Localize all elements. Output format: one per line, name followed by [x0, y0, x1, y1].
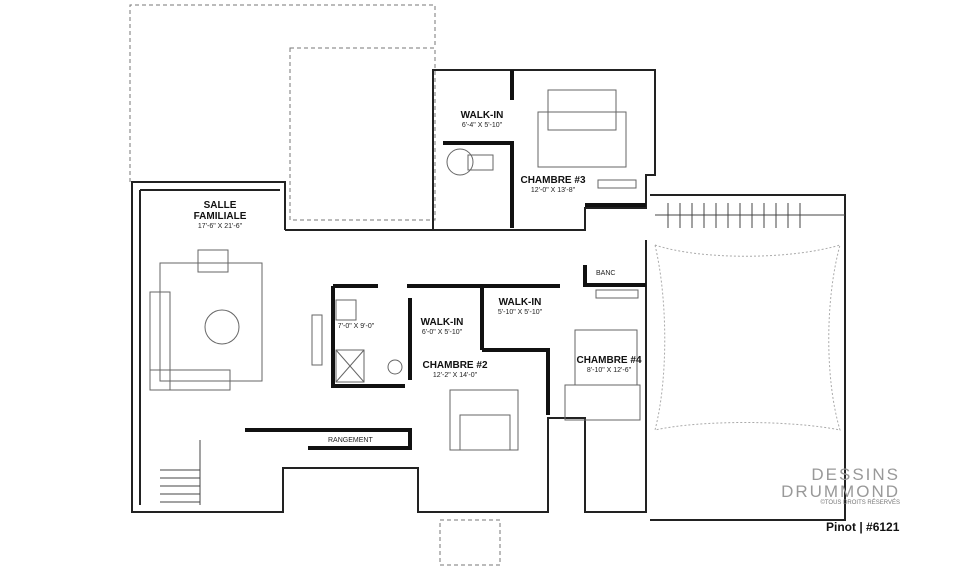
label-banc: BANC	[596, 270, 616, 277]
bathroom-size: 7'-0" X 9'-0"	[337, 323, 375, 330]
room-label-walk-in-1: WALK-IN	[460, 110, 504, 121]
room-name: SALLE FAMILIALE	[193, 200, 247, 222]
garage-area	[654, 244, 841, 431]
room-label-walk-in-3: WALK-IN	[498, 297, 542, 308]
room-label-walk-in-2: WALK-IN	[420, 317, 464, 328]
interior-walls	[245, 70, 646, 450]
room-label-salle-familiale: SALLE FAMILIALE	[190, 200, 250, 222]
furniture	[149, 89, 641, 451]
exterior-walls	[131, 69, 846, 521]
brand-logo: DESSINS DRUMMOND ©TOUS DROITS RÉSERVÉS	[781, 466, 900, 506]
room-size: 6'-0" X 5'-10"	[421, 329, 463, 336]
room-size: 8'-10" X 12'-6"	[586, 367, 632, 374]
room-label-chambre-4: CHAMBRE #4	[576, 355, 642, 366]
brand-line1: DESSINS	[811, 465, 900, 484]
brand-rights: ©TOUS DROITS RÉSERVÉS	[820, 500, 900, 506]
room-size: 5'-10" X 5'-10"	[497, 309, 543, 316]
outdoor-dashed-areas	[129, 4, 501, 566]
room-size: 12'-2" X 14'-0"	[432, 372, 478, 379]
label-rangement: RANGEMENT	[328, 437, 373, 444]
plan-id: Pinot | #6121	[826, 520, 900, 534]
room-label-chambre-3: CHAMBRE #3	[520, 175, 586, 186]
room-label-chambre-2: CHAMBRE #2	[422, 360, 488, 371]
brand-line2: DRUMMOND	[781, 482, 900, 501]
room-size: 17'-6" X 21'-6"	[197, 223, 243, 230]
room-size: 6'-4" X 5'-10"	[461, 122, 503, 129]
room-size: 12'-0" X 13'-8"	[530, 187, 576, 194]
stairs	[160, 203, 845, 505]
